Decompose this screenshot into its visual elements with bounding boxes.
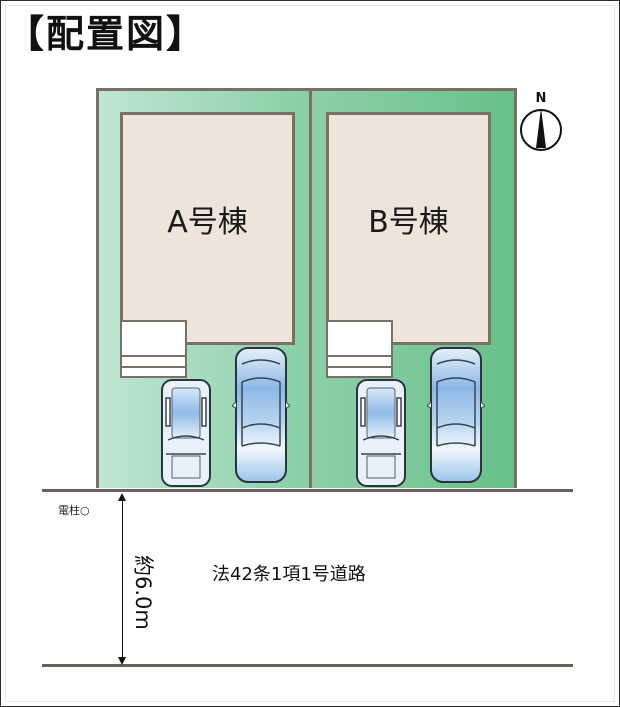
step-line	[122, 355, 185, 357]
north-label: N	[536, 91, 547, 106]
lot-b: B号棟	[309, 88, 517, 488]
road-width-dimension-line	[122, 496, 123, 662]
car-large-icon	[427, 347, 485, 483]
entrance-steps-b	[326, 320, 393, 378]
utility-pole-label: 電柱○	[58, 504, 90, 517]
image-frame-inner	[5, 5, 615, 702]
road-type-label: 法42条1項1号道路	[212, 564, 366, 585]
car-small-icon	[356, 379, 406, 487]
step-line	[328, 366, 391, 368]
road-width-label: 約6.0m	[131, 555, 155, 630]
car-small-icon	[161, 379, 211, 487]
north-compass-icon: N	[520, 91, 562, 151]
road-boundary-bottom	[42, 664, 573, 667]
page-title: 【配置図】	[6, 12, 207, 56]
entrance-steps-a	[120, 320, 187, 378]
house-a-footprint: A号棟	[120, 112, 295, 345]
road-boundary-top	[42, 489, 573, 492]
house-b-footprint: B号棟	[326, 112, 491, 345]
house-b-label: B号棟	[368, 205, 449, 240]
car-large-icon	[232, 347, 290, 483]
step-line	[122, 366, 185, 368]
house-a-label: A号棟	[167, 205, 248, 240]
step-line	[328, 355, 391, 357]
dimension-arrow-down-icon	[118, 657, 126, 665]
